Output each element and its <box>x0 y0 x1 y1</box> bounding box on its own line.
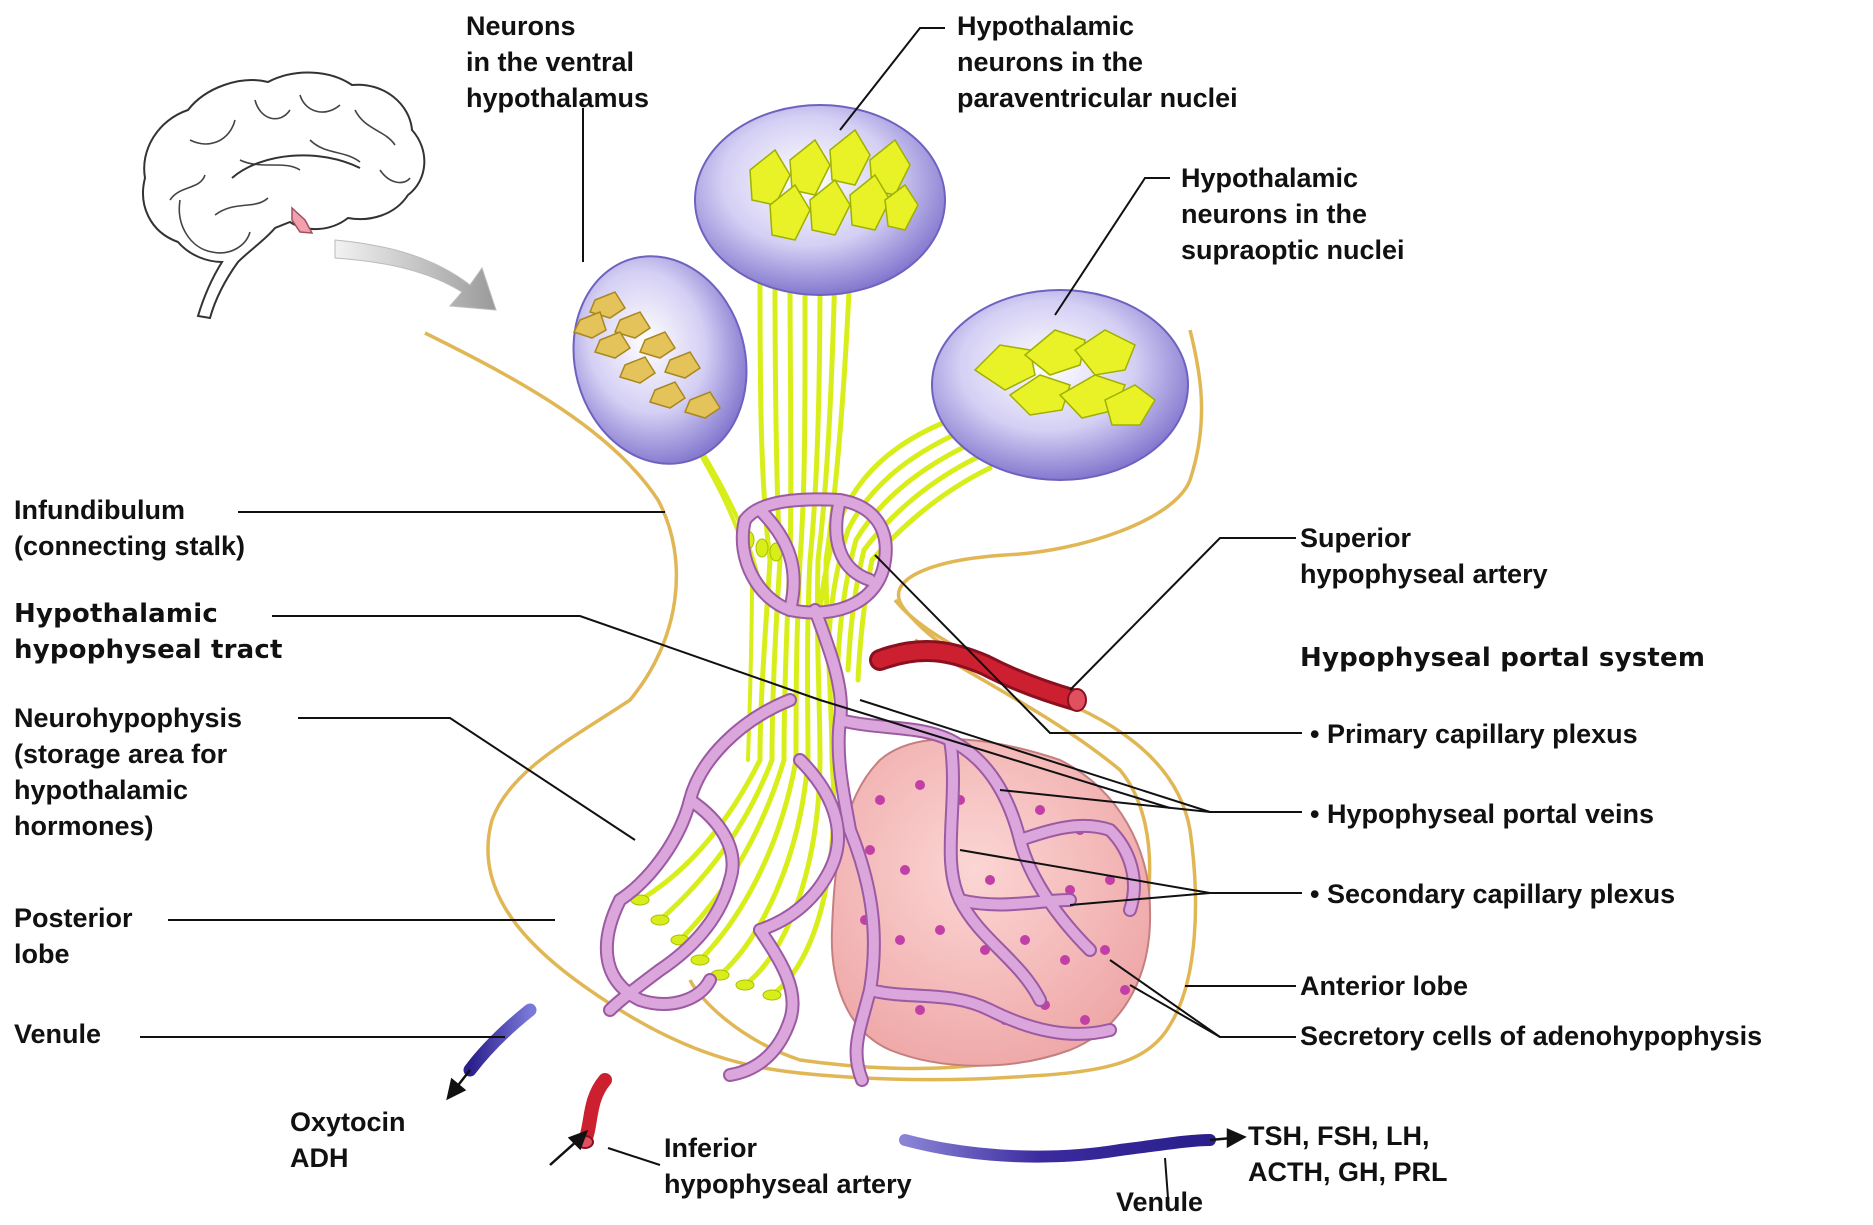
label-inferior-hypophyseal-artery: Inferior hypophyseal artery <box>664 1130 912 1202</box>
gray-arrow-icon <box>335 240 496 310</box>
label-secondary-capillary-plexus: • Secondary capillary plexus <box>1310 876 1675 912</box>
label-anterior-lobe: Anterior lobe <box>1300 968 1468 1004</box>
label-primary-capillary-plexus: • Primary capillary plexus <box>1310 716 1638 752</box>
label-hypophyseal-portal-veins: • Hypophyseal portal veins <box>1310 796 1654 832</box>
inferior-hypophyseal-artery <box>585 1080 605 1140</box>
venule-bottom <box>905 1140 1210 1157</box>
label-venule-left: Venule <box>14 1016 101 1052</box>
paraventricular-nucleus <box>695 105 945 295</box>
label-paraventricular-neurons: Hypothalamic neurons in the paraventricu… <box>957 8 1238 116</box>
label-neurohypophysis: Neurohypophysis (storage area for hypoth… <box>14 700 242 844</box>
label-hypophyseal-portal-system: Hypophyseal portal system <box>1300 640 1705 676</box>
label-anterior-hormones: TSH, FSH, LH, ACTH, GH, PRL <box>1248 1118 1448 1190</box>
brain-icon <box>143 73 424 318</box>
label-superior-hypophyseal-artery: Superior hypophyseal artery <box>1300 520 1548 592</box>
supraoptic-nucleus <box>932 290 1188 480</box>
venule-left <box>470 1010 530 1070</box>
label-posterior-lobe: Posterior lobe <box>14 900 133 972</box>
label-ventral-neurons: Neurons in the ventral hypothalamus <box>466 8 649 116</box>
label-venule-bottom: Venule <box>1116 1184 1203 1220</box>
label-hypothalamic-hypophyseal-tract: Hypothalamic hypophyseal tract <box>14 596 283 668</box>
label-oxytocin-adh: Oxytocin ADH <box>290 1104 406 1176</box>
label-secretory-cells: Secretory cells of adenohypophysis <box>1300 1018 1762 1054</box>
label-supraoptic-neurons: Hypothalamic neurons in the supraoptic n… <box>1181 160 1405 268</box>
ventral-hypothalamus-nucleus <box>551 237 770 484</box>
label-infundibulum: Infundibulum (connecting stalk) <box>14 492 245 564</box>
